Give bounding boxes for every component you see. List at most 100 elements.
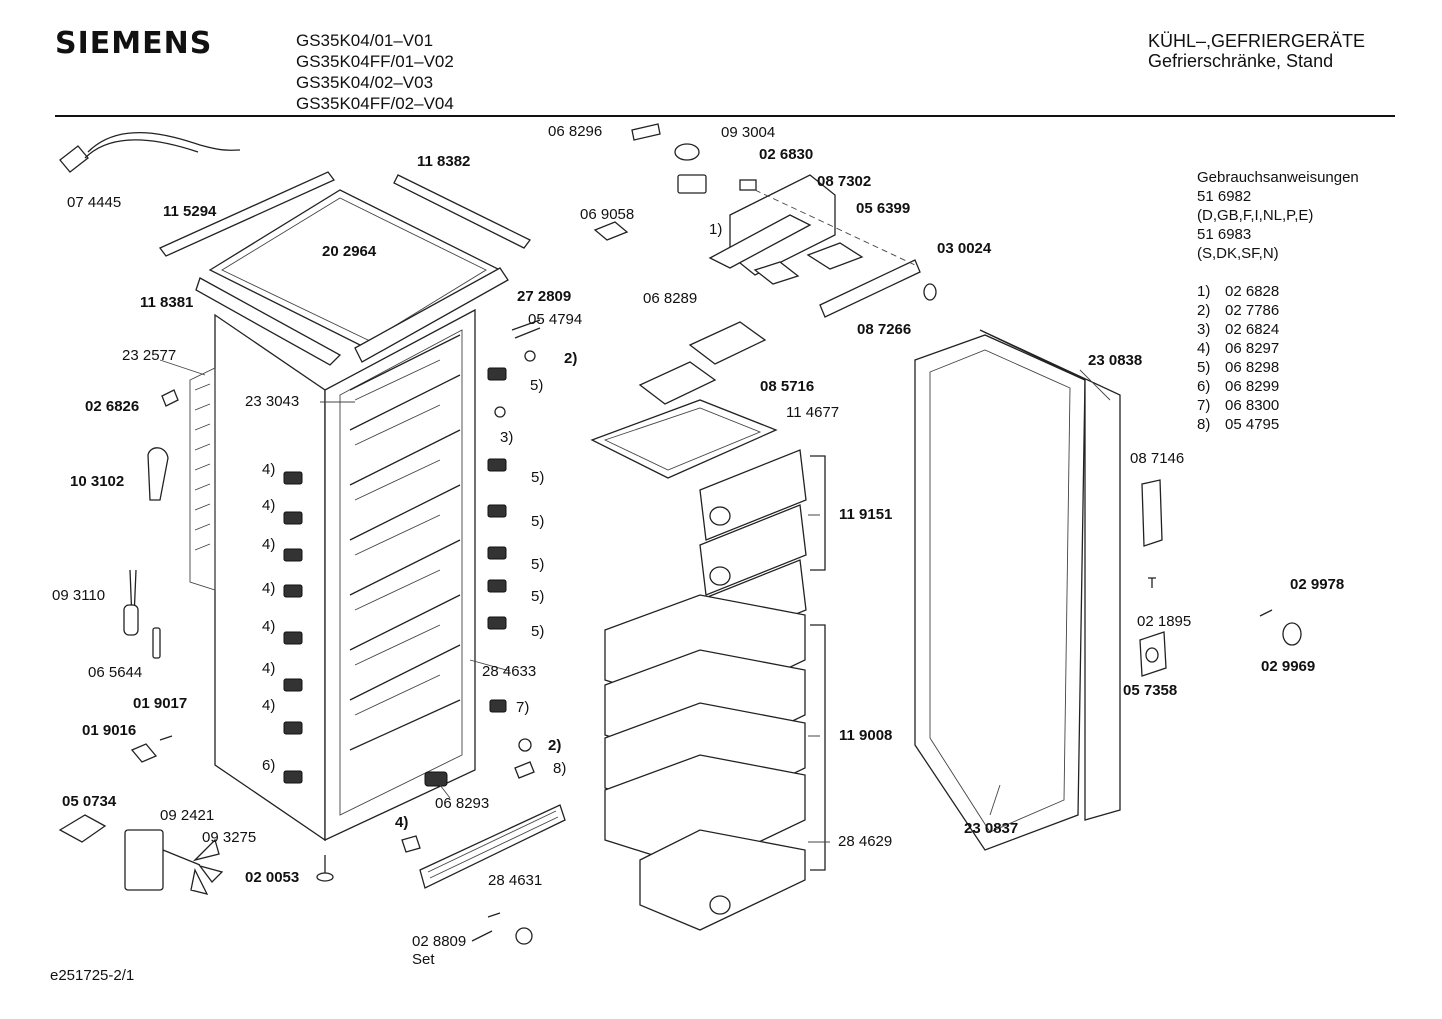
- part-label: 05 0734: [62, 793, 117, 810]
- footnote-item: 4) 06 8297: [1197, 339, 1279, 358]
- part-label: 09 3110: [52, 587, 106, 604]
- part-label: 28 4633: [482, 663, 537, 680]
- ref-marker: 6): [262, 757, 276, 774]
- part-label: 28 4629: [838, 833, 893, 850]
- part-label: 06 9058: [580, 206, 635, 223]
- footnote-list: 1)02 6828 2)02 7786 3)02 6824 4)06 8297 …: [1197, 282, 1279, 434]
- ref-marker: 4): [262, 461, 276, 478]
- part-label: 05 4794: [528, 311, 583, 328]
- footnote-number: 5): [1197, 359, 1211, 376]
- footnote-number: 2): [1197, 302, 1211, 319]
- ref-marker: 4): [262, 536, 276, 553]
- ref-marker: 5): [531, 588, 545, 605]
- part-label: 06 8289: [643, 290, 698, 307]
- footnote-part: 02 6828: [1225, 283, 1280, 300]
- ref-marker: 5): [531, 556, 545, 573]
- part-label: 08 5716: [760, 378, 815, 395]
- instructions-line: (D,GB,F,I,NL,P,E): [1197, 207, 1314, 224]
- footnote-item: 6) 06 8299: [1197, 377, 1279, 396]
- part-label: 10 3102: [70, 473, 125, 490]
- top-shelf-frame: [590, 399, 778, 479]
- part-label: 02 6826: [85, 398, 140, 415]
- freezer-drawer-icon: [604, 594, 806, 931]
- category-heading: KÜHL–,GEFRIERGERÄTE Gefrierschränke, Sta…: [1148, 31, 1365, 71]
- footnote-number: 7): [1197, 397, 1211, 414]
- footnote-item: 8)05 4795: [1197, 415, 1279, 434]
- drawing-code: e251725-2/1: [50, 967, 135, 984]
- footnote-part: 06 8299: [1225, 378, 1280, 395]
- part-label: 02 9969: [1261, 658, 1316, 675]
- part-label: 06 8296: [548, 123, 603, 140]
- part-label: 23 2577: [122, 347, 177, 364]
- ref-marker: 4): [262, 660, 276, 677]
- category-line-2: Gefrierschränke, Stand: [1148, 51, 1334, 71]
- ref-marker: 4): [262, 697, 276, 714]
- footnote-number: 6): [1197, 378, 1211, 395]
- footnote-part: 02 6824: [1225, 321, 1280, 338]
- part-label: 05 6399: [856, 200, 911, 217]
- instructions-block: Gebrauchsanweisungen 51 6982 (D,GB,F,I,N…: [1197, 168, 1359, 263]
- part-label: 09 3275: [202, 829, 257, 846]
- ref-marker: 5): [530, 377, 544, 394]
- ref-marker: 4): [262, 580, 276, 597]
- footnote-item: 2) 02 7786: [1197, 301, 1279, 320]
- part-label: 03 0024: [937, 240, 992, 257]
- part-label: Set: [412, 951, 435, 968]
- instructions-line: (S,DK,SF,N): [1197, 245, 1279, 262]
- model-item: GS35K04/01–V01: [296, 31, 434, 50]
- footnote-number: 4): [1197, 340, 1211, 357]
- instructions-line: 51 6983: [1197, 226, 1252, 243]
- model-item: GS35K04FF/01–V02: [296, 52, 454, 71]
- footnote-number: 1): [1197, 283, 1211, 300]
- header-divider: [55, 115, 1395, 117]
- part-label: 05 7358: [1123, 682, 1178, 699]
- ref-marker: 8): [553, 760, 567, 777]
- ref-marker: 4): [262, 497, 276, 514]
- part-label: 06 8293: [435, 795, 490, 812]
- part-label: 02 8809: [412, 933, 467, 950]
- shelf-clip-icon: [283, 471, 303, 784]
- part-label: 09 2421: [160, 807, 215, 824]
- footnote-part: 06 8298: [1225, 359, 1280, 376]
- ref-marker: 4): [262, 618, 276, 635]
- cabinet-body: [189, 308, 476, 842]
- ref-marker: 3): [500, 429, 514, 446]
- part-label: 08 7266: [857, 321, 912, 338]
- part-label: 23 0838: [1088, 352, 1143, 369]
- instructions-title: Gebrauchsanweisungen: [1197, 169, 1359, 186]
- part-label: 09 3004: [721, 124, 776, 141]
- power-cord-icon: [59, 132, 241, 173]
- model-list: GS35K04/01–V01 GS35K04FF/01–V02 GS35K04/…: [296, 30, 454, 114]
- part-label: 23 0837: [964, 820, 1019, 837]
- footnote-part: 05 4795: [1225, 416, 1280, 433]
- model-item: GS35K04FF/02–V04: [296, 94, 454, 113]
- part-label: 11 8382: [417, 153, 471, 170]
- part-label: 11 9008: [839, 727, 893, 744]
- part-label: 28 4631: [488, 872, 543, 889]
- ref-marker: 4): [395, 814, 409, 831]
- bottom-grille: [419, 804, 566, 889]
- top-rail-right: [393, 174, 531, 249]
- part-label: 23 3043: [245, 393, 300, 410]
- brand-logo: SIEMENS: [55, 26, 213, 61]
- ref-marker: 2): [564, 350, 578, 367]
- footnote-part: 02 7786: [1225, 302, 1280, 319]
- footnote-item: 5) 06 8298: [1197, 358, 1279, 377]
- top-trim-profile: [354, 267, 509, 363]
- fan-motor-icon: [124, 829, 224, 895]
- footnote-part: 06 8300: [1225, 397, 1280, 414]
- part-label: 06 5644: [88, 664, 143, 681]
- door-gasket: [914, 334, 1086, 851]
- ref-marker: 2): [548, 737, 562, 754]
- shelf-clip-icon: [487, 367, 507, 713]
- part-label: 11 9151: [839, 506, 893, 523]
- front-trim-strip: [195, 277, 342, 366]
- footnote-item: 1) 02 6828: [1197, 282, 1279, 301]
- top-rail-left: [158, 171, 336, 257]
- part-label: 08 7302: [817, 173, 872, 190]
- part-label: 11 8381: [140, 294, 194, 311]
- footnote-part: 06 8297: [1225, 340, 1280, 357]
- part-label: 07 4445: [67, 194, 122, 211]
- part-label: 20 2964: [322, 243, 377, 260]
